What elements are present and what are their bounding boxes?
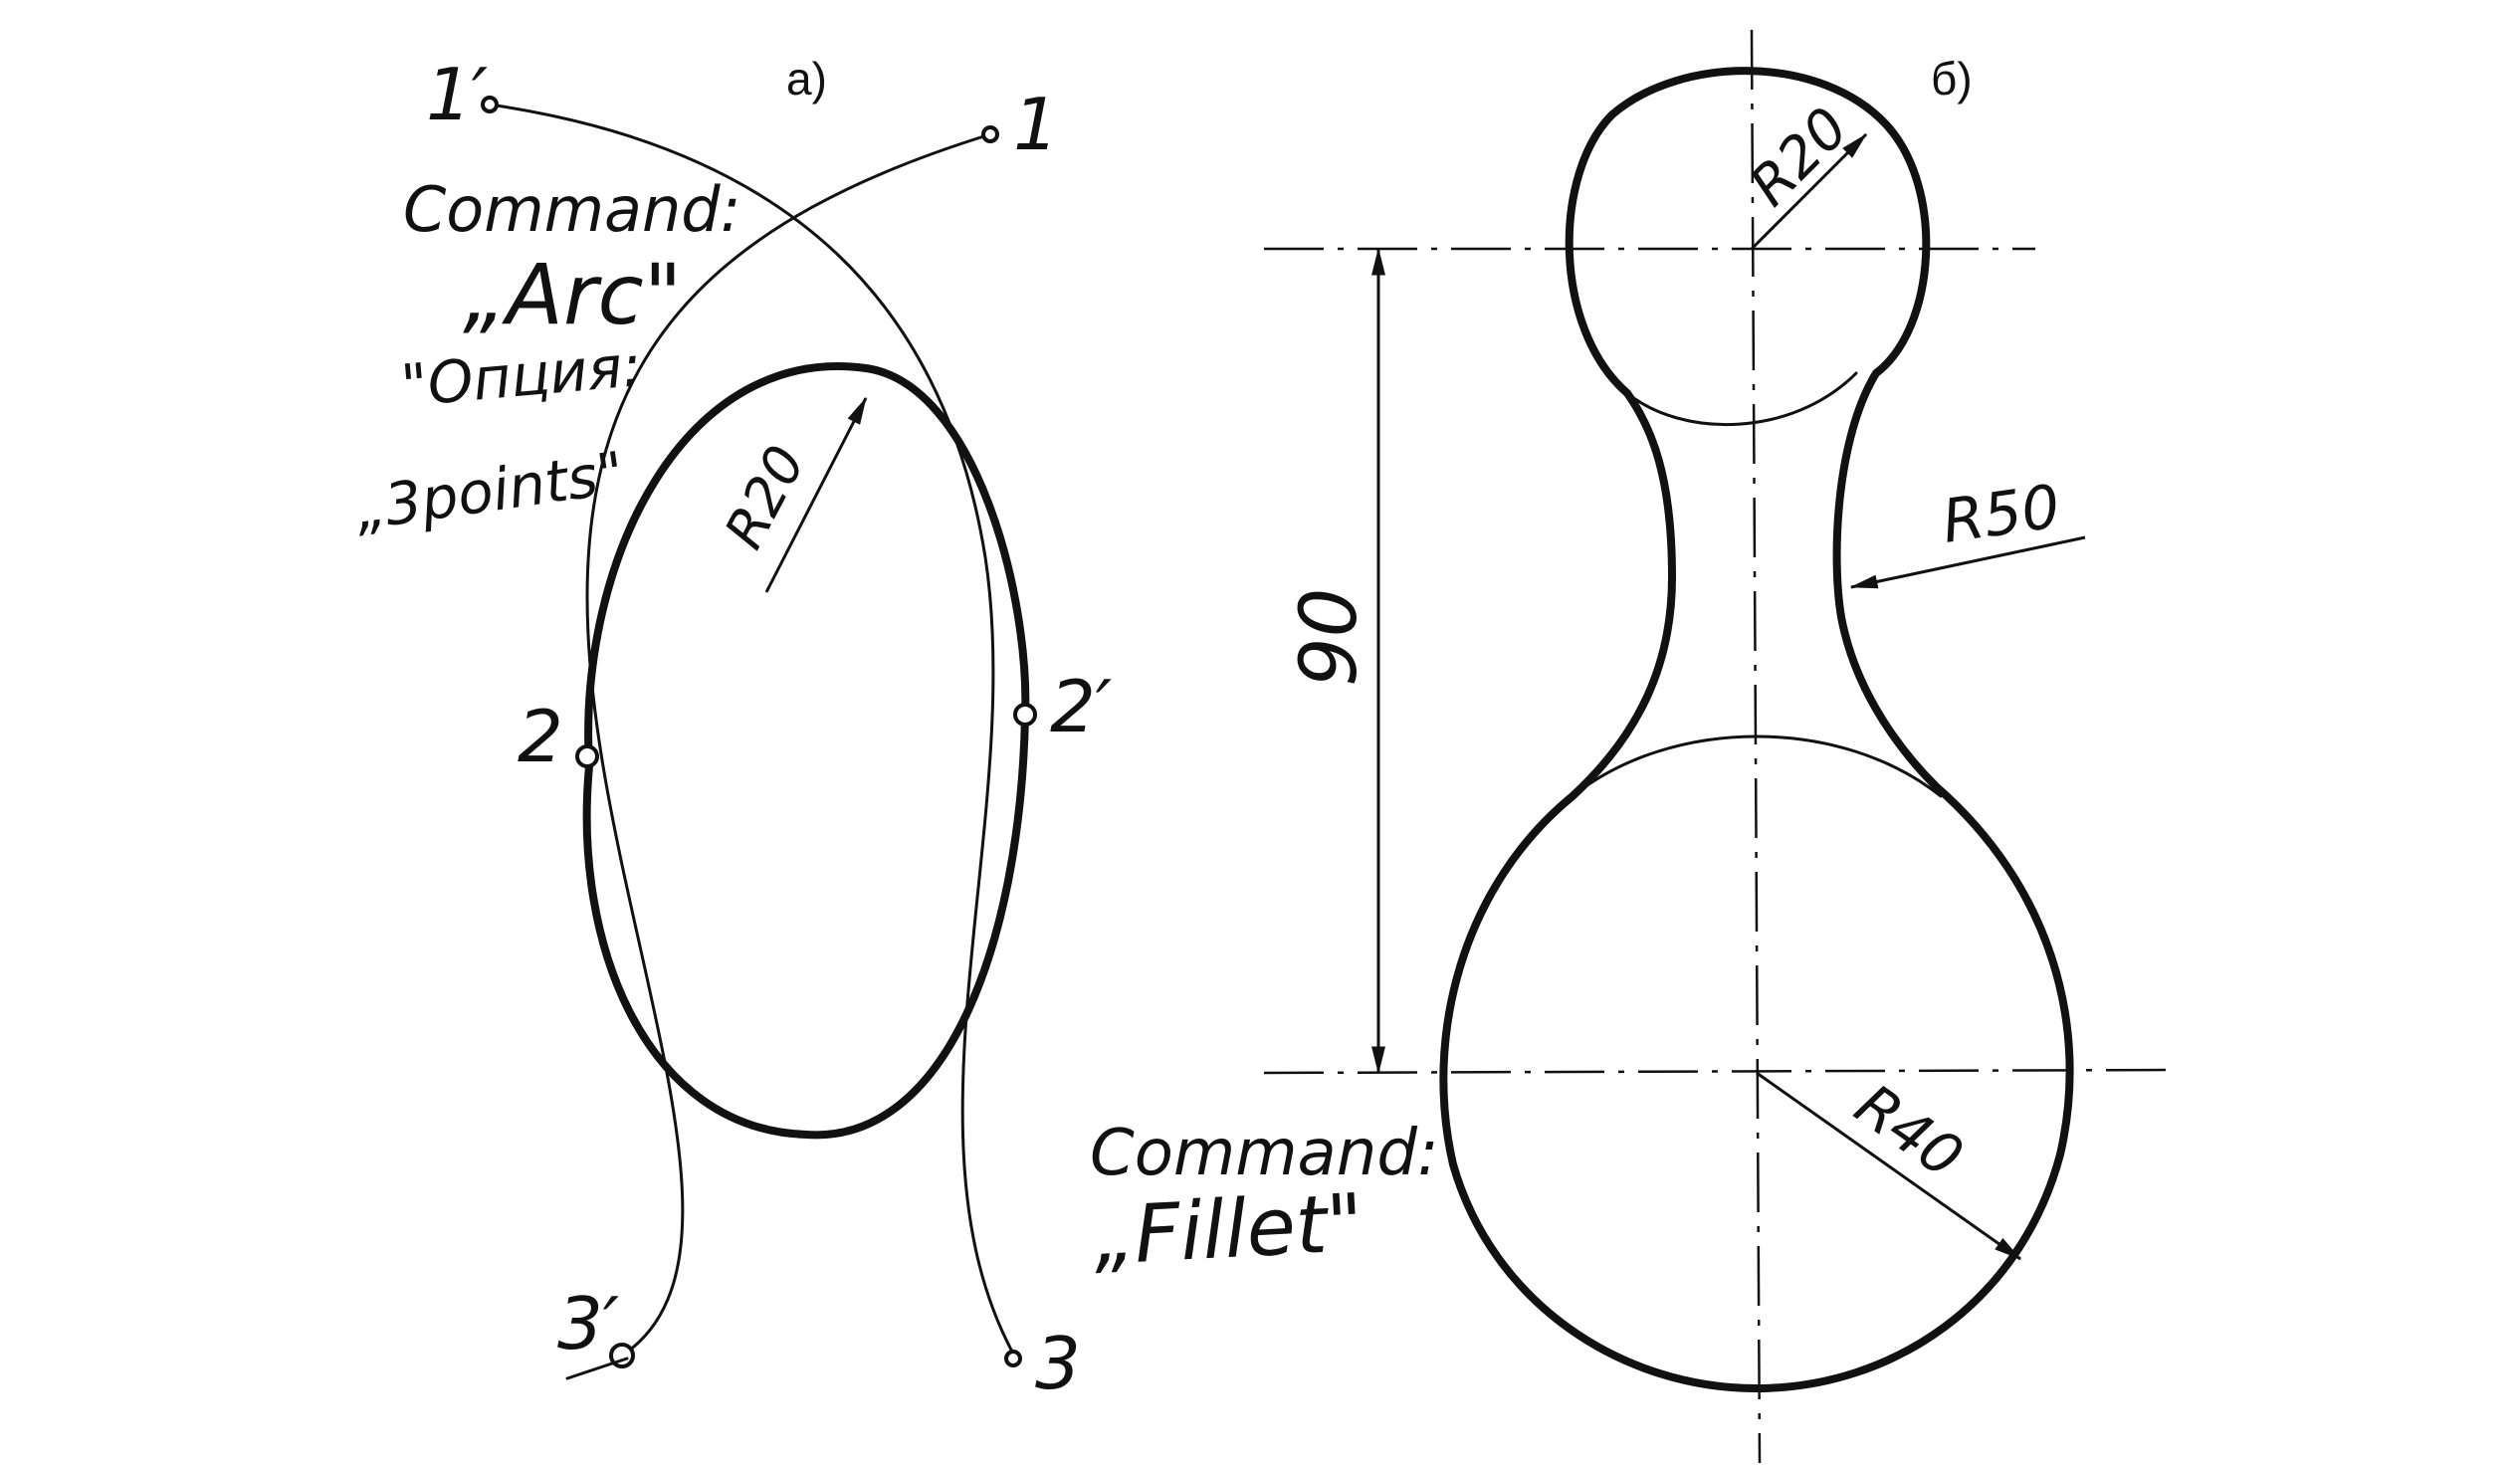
point-3prime-label: 3′ bbox=[557, 1282, 619, 1365]
radius-arrow-fillet bbox=[1849, 535, 2086, 589]
bottom-horizontal-centerline bbox=[1263, 1068, 2176, 1075]
point-2prime-marker bbox=[1013, 703, 1037, 727]
point-1-marker bbox=[981, 125, 999, 143]
radius-label-fillet: R50 bbox=[1938, 472, 2064, 557]
option-line2: „3points" bbox=[350, 439, 628, 543]
construction-arc-1-3prime bbox=[585, 132, 992, 1358]
radius-arrow-bottom bbox=[1756, 1071, 2022, 1261]
radius-arrow-top bbox=[1750, 132, 1868, 251]
vertical-centerline bbox=[1750, 29, 1762, 1464]
panel-a-label: а) bbox=[786, 53, 827, 105]
point-1prime-marker bbox=[481, 96, 499, 113]
panel-a: а) R20 1′ 1 2 2′ 3′ 3 Command: „Arc" "Оп… bbox=[350, 53, 1112, 1405]
point-1-label: 1 bbox=[1013, 83, 1059, 166]
point-2-marker bbox=[575, 744, 599, 768]
option-line1: "Опция: bbox=[398, 331, 644, 420]
arc-command-line2: „Arc" bbox=[463, 246, 682, 343]
point-3prime-tick bbox=[565, 1357, 629, 1380]
fillet-command-line2: „Fillet" bbox=[1091, 1176, 1365, 1283]
panel-b-label: б) bbox=[1931, 53, 1973, 105]
radius-label-bottom: R40 bbox=[1843, 1071, 1975, 1191]
construction-arc-1prime-3 bbox=[488, 103, 1015, 1356]
point-3-marker bbox=[1004, 1350, 1022, 1367]
dimension-90-label: 90 bbox=[1285, 588, 1374, 687]
shape-outline bbox=[1439, 67, 2074, 1392]
point-2prime-label: 2′ bbox=[1050, 665, 1112, 748]
point-1prime-label: 1′ bbox=[426, 53, 488, 136]
radius-arrow-a bbox=[764, 396, 868, 593]
fillet-command-line1: Command: bbox=[1090, 1117, 1439, 1190]
radius-label-top: R20 bbox=[1738, 96, 1861, 219]
top-circle-remnant bbox=[1625, 371, 1858, 427]
arc-command-line1: Command: bbox=[403, 173, 741, 246]
radius-label-a: R20 bbox=[713, 436, 817, 558]
point-3-label: 3 bbox=[1035, 1322, 1081, 1405]
panel-b: б) R20 R50 R40 90 Command: „Fillet" bbox=[1090, 29, 2176, 1464]
point-2-label: 2 bbox=[518, 695, 563, 778]
bottom-circle-remnant bbox=[1571, 734, 1943, 798]
